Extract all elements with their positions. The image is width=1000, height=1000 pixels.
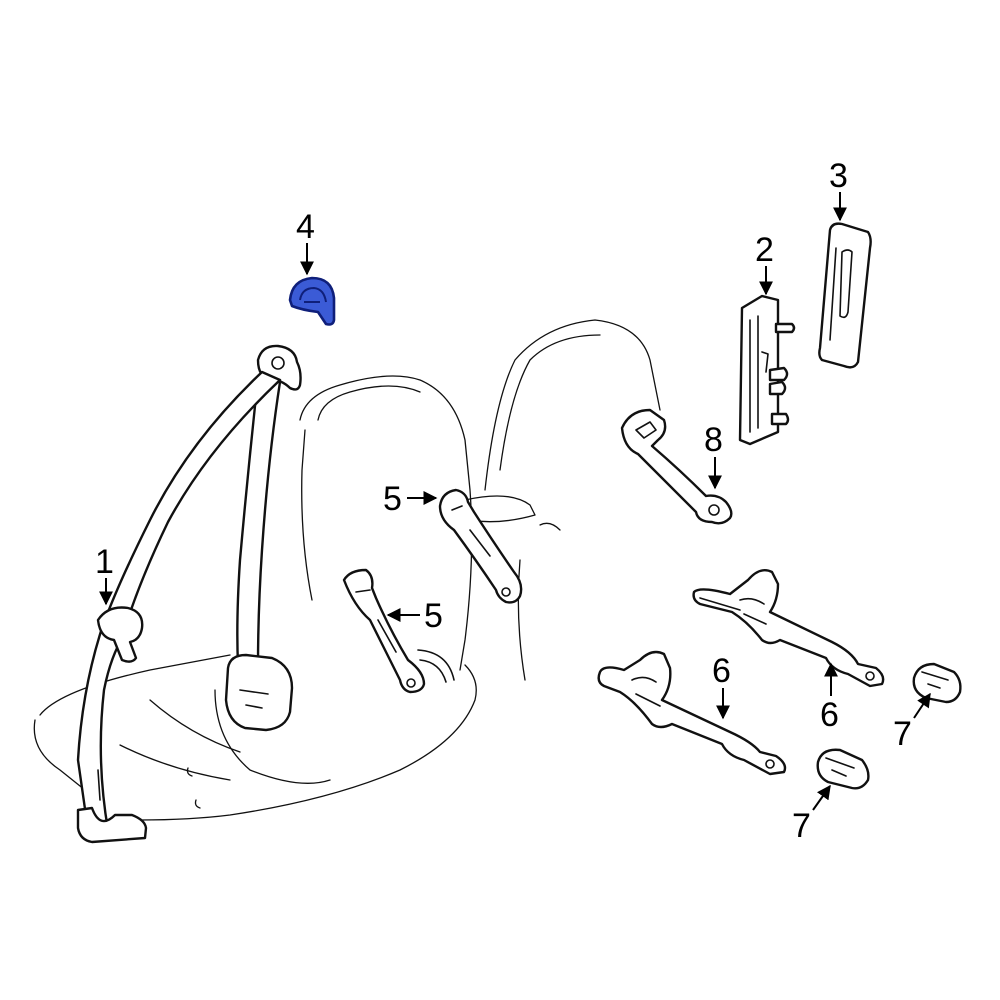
rear-seat-back-outline — [484, 319, 661, 491]
part-7-cap-bottom[interactable] — [816, 748, 870, 790]
callout-4: 4 — [296, 208, 315, 246]
seat-outlines — [33, 319, 661, 821]
part-6-anchor-rail-lower[interactable] — [597, 650, 787, 776]
callout-7-bottom: 7 — [792, 807, 811, 845]
part-8-belt-end-anchor[interactable] — [620, 408, 733, 525]
part-3-pillar-trim[interactable] — [818, 222, 872, 369]
front-seat-back-outline — [299, 375, 473, 671]
part-1-seat-belt-assembly[interactable] — [76, 344, 302, 844]
part-7-cap-right[interactable] — [912, 662, 962, 704]
callout-6-right: 6 — [820, 696, 839, 734]
part-6-anchor-rail-upper[interactable] — [692, 569, 885, 688]
callout-5-upper: 5 — [383, 480, 402, 518]
part-5-buckle-bracket-upper[interactable] — [438, 488, 523, 604]
callout-2: 2 — [755, 231, 774, 269]
callout-8: 8 — [704, 421, 723, 459]
part-2-mounting-plate[interactable] — [738, 294, 796, 446]
callout-1: 1 — [95, 543, 114, 581]
part-5-buckle-bracket-lower[interactable] — [342, 568, 455, 694]
callout-6-left: 6 — [712, 652, 731, 690]
callouts: 1 2 3 4 5 5 6 6 7 7 8 — [95, 157, 931, 845]
callout-7-right: 7 — [893, 715, 912, 753]
callout-5-lower: 5 — [424, 597, 443, 635]
part-4-guide-cover-highlighted[interactable] — [288, 276, 336, 326]
callout-3: 3 — [829, 157, 848, 195]
front-seat-cushion-outline — [33, 654, 477, 821]
